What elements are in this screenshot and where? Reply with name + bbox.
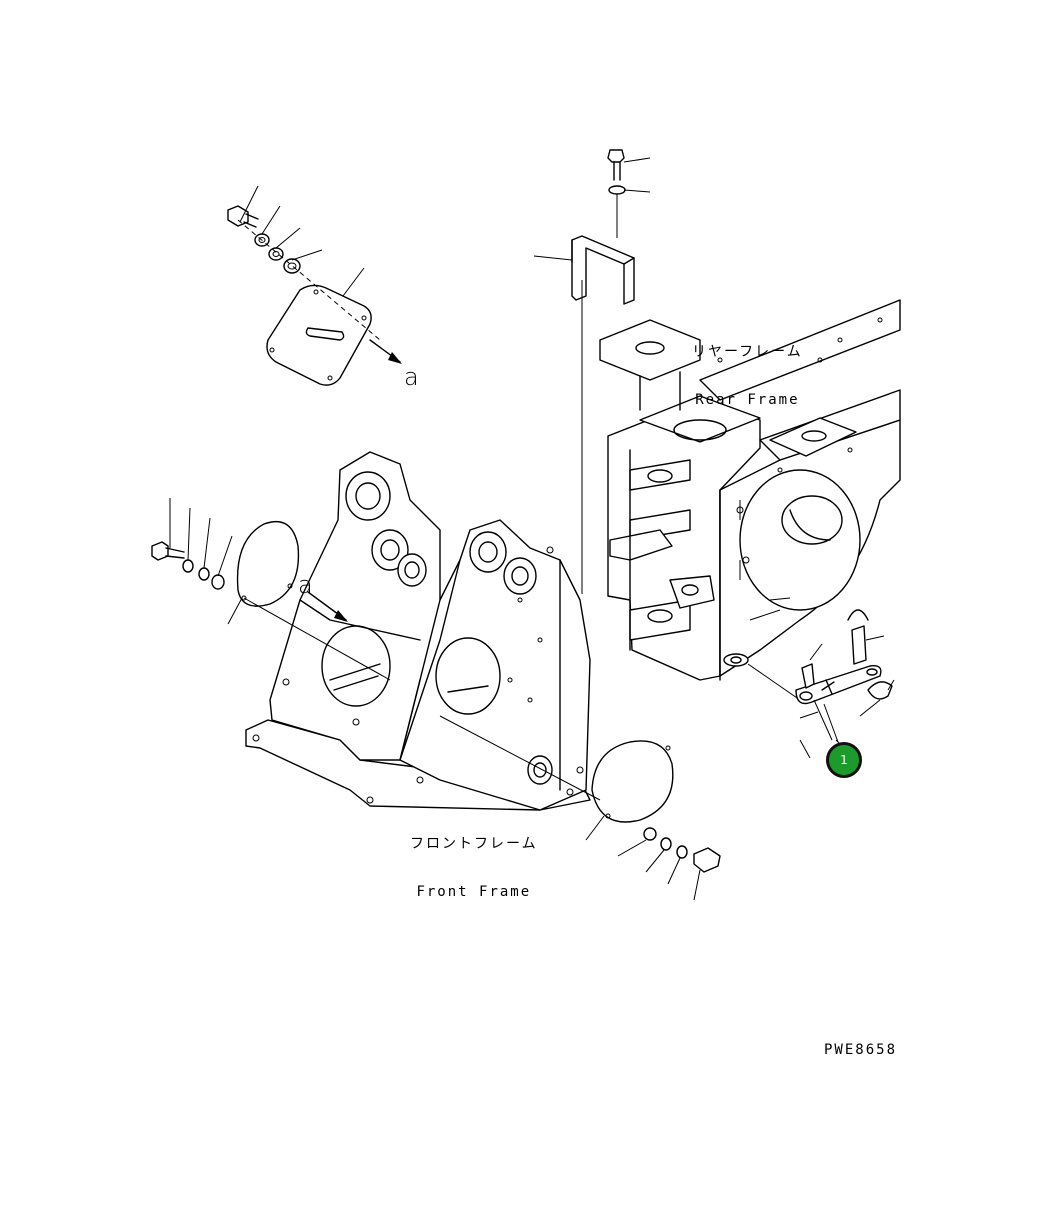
left-washer-1 (183, 560, 193, 572)
rear-frame (600, 300, 900, 700)
right-cover-assembly (440, 716, 720, 900)
lock-bar (796, 666, 881, 704)
rear-frame-label: リヤーフレーム Rear Frame (692, 312, 803, 425)
u-bracket-assembly (534, 150, 650, 594)
left-washer-2 (199, 568, 209, 580)
right-side-cover (592, 741, 673, 822)
front-frame-label: フロントフレーム Front Frame (410, 804, 538, 917)
right-bolt (694, 848, 720, 872)
top-cover-assembly (228, 186, 402, 385)
front-frame-label-en: Front Frame (416, 884, 532, 901)
pin (852, 626, 866, 664)
rear-frame-label-en: Rear Frame (695, 392, 800, 409)
small-washer (609, 186, 625, 194)
left-cover-assembly (152, 498, 390, 680)
top-washer-2 (269, 248, 283, 260)
front-frame (246, 452, 590, 810)
small-bolt (608, 150, 624, 162)
right-washer-1 (644, 828, 656, 840)
top-bolt (228, 206, 258, 227)
rear-frame-label-jp: リヤーフレーム (692, 344, 803, 361)
lock-bar-assembly (796, 610, 894, 758)
drawing-number: PWE8658 (824, 1042, 898, 1058)
part-number-badge[interactable]: 1 (826, 742, 862, 778)
left-side-cover (238, 522, 299, 607)
top-cover-plate (267, 285, 371, 385)
u-bracket (572, 236, 634, 304)
front-frame-label-jp: フロントフレーム (410, 836, 538, 853)
left-washer-3 (212, 575, 224, 589)
callout-letter-top: a (404, 363, 419, 391)
right-washer-3 (677, 846, 687, 858)
right-washer-2 (661, 838, 671, 850)
left-bolt (152, 542, 168, 560)
callout-letter-front: a (298, 571, 313, 599)
